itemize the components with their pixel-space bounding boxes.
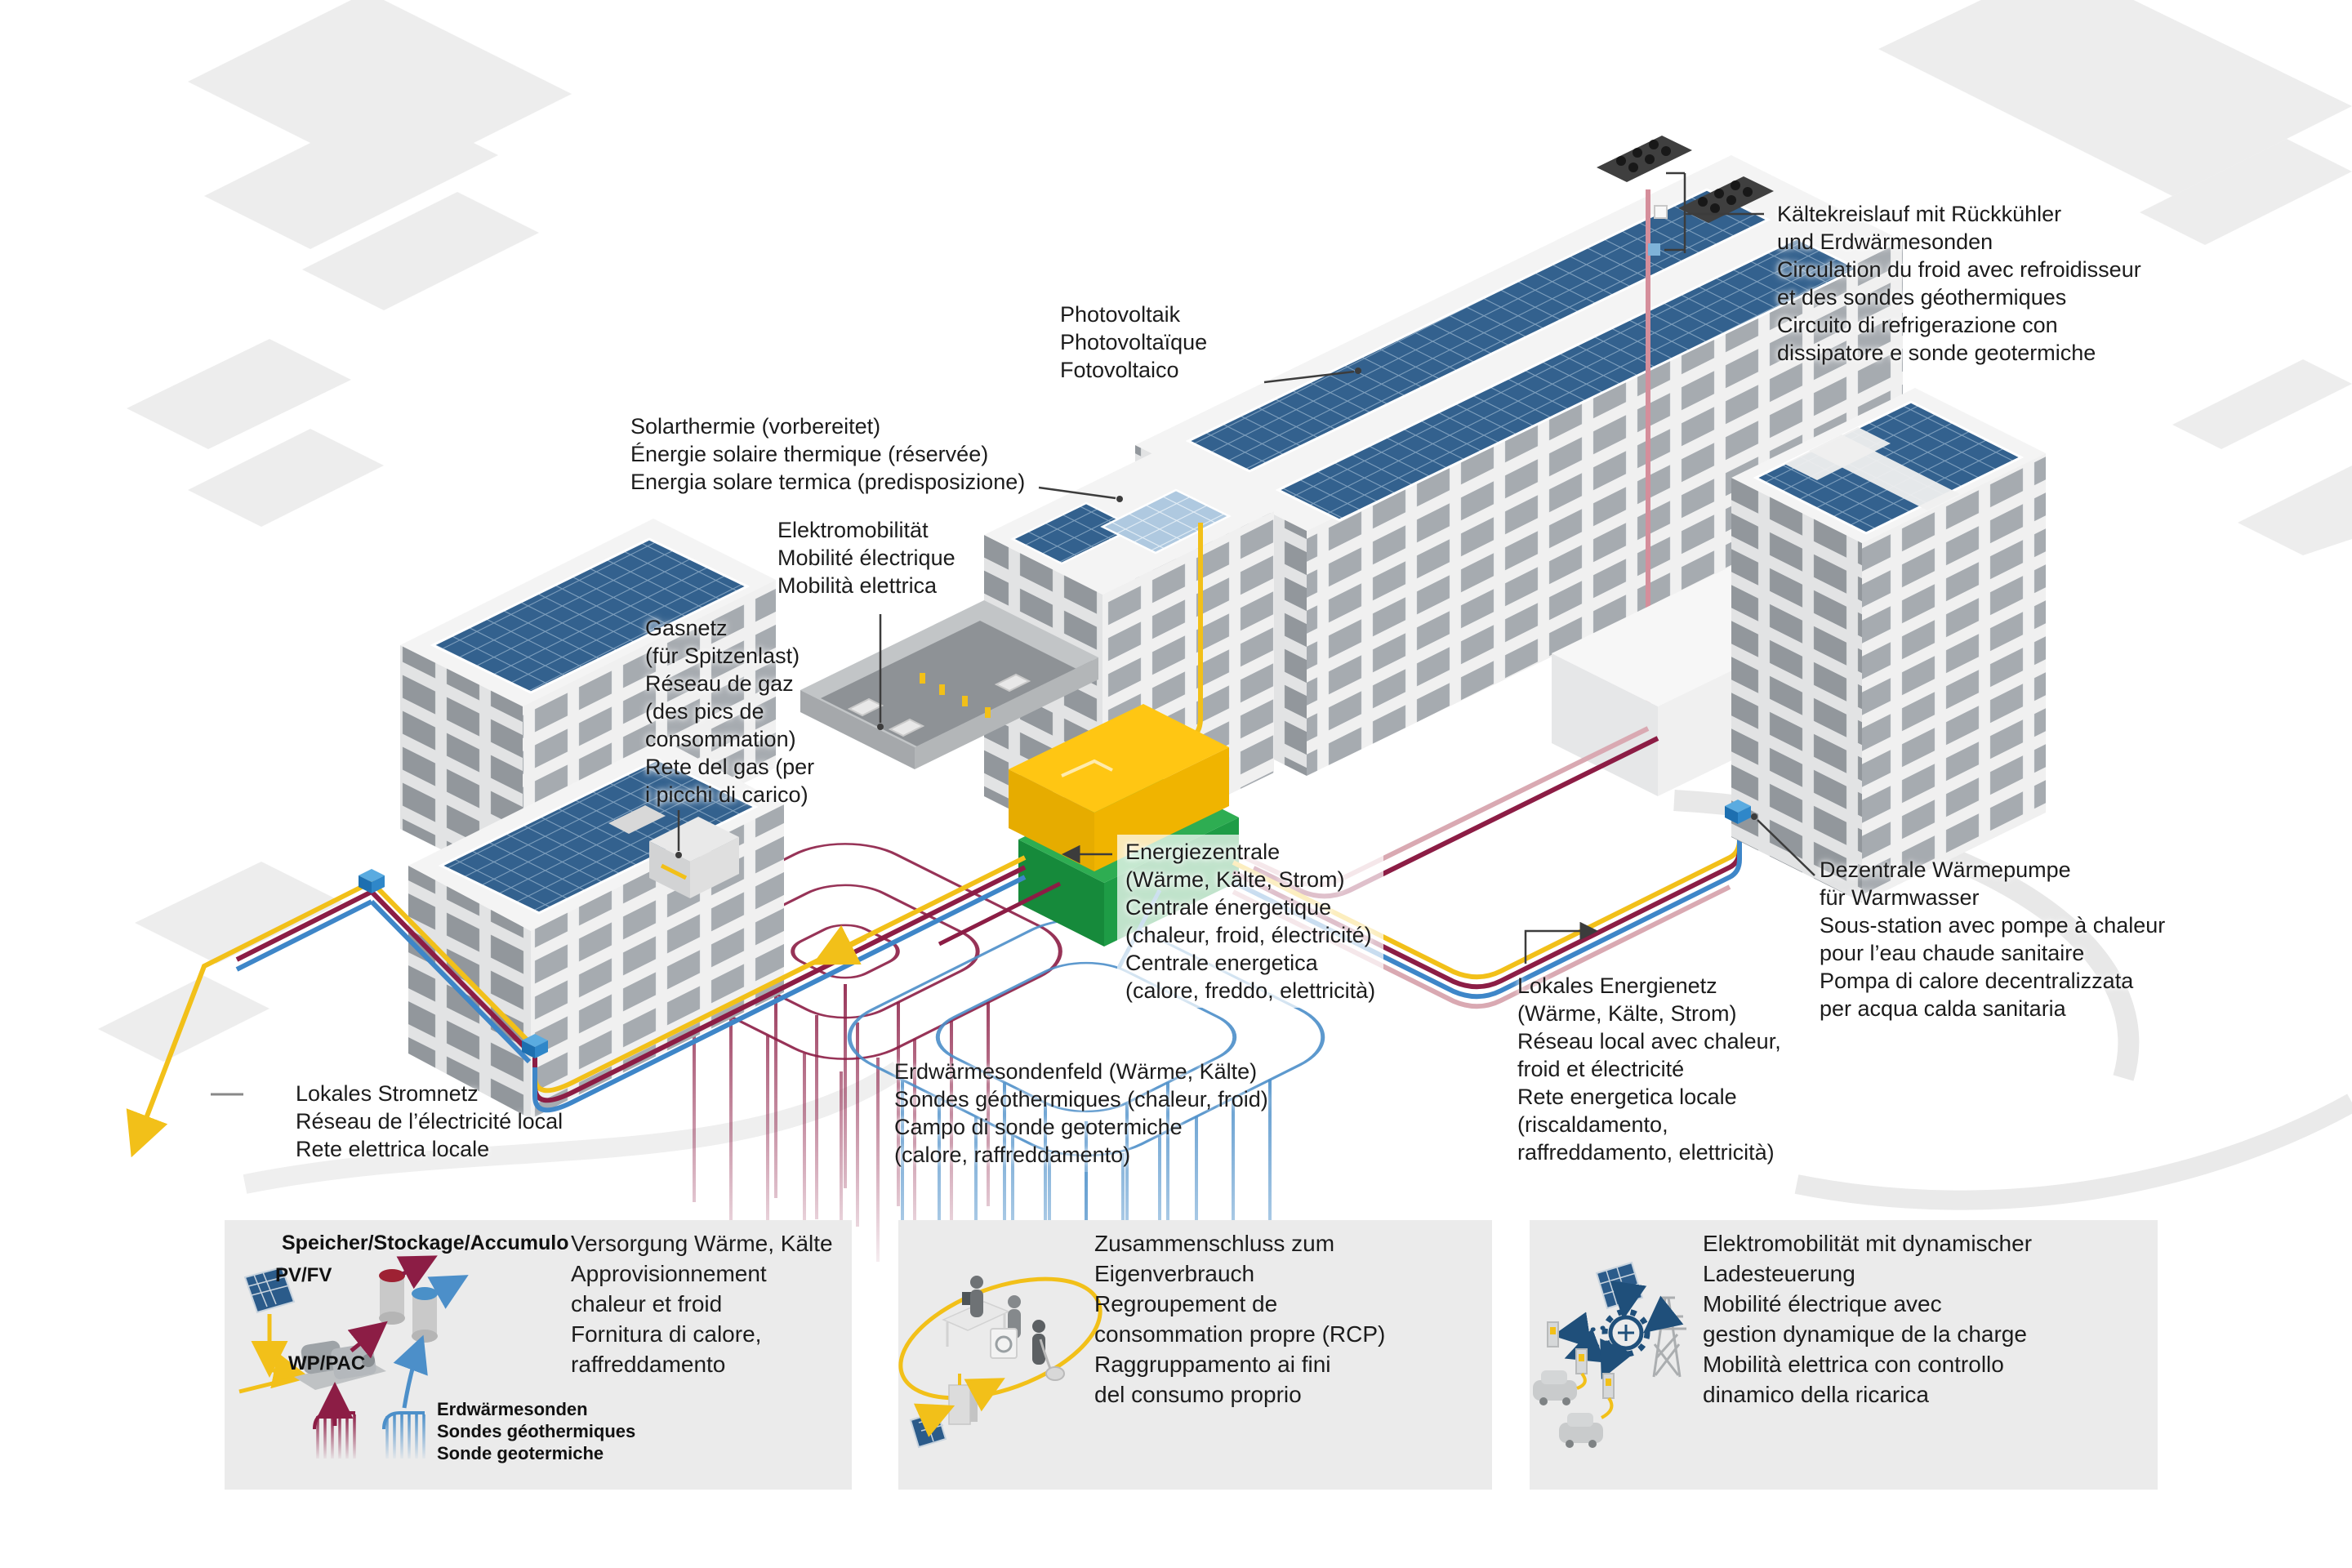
pv-strip-2	[1275, 237, 1861, 522]
legend-pylon-icon	[1649, 1296, 1686, 1378]
network-bundle-left	[126, 855, 1027, 1158]
label-erdwaermesondenfeld: Erdwärmesondenfeld (Wärme, Kälte)Sondes …	[894, 1059, 1268, 1167]
legend-supply-heat-cold: Speicher/Stockage/Accumulo PV/FV WP/PAC …	[225, 1220, 852, 1490]
legend-washing-machine	[990, 1328, 1018, 1359]
rooftop-unit	[608, 805, 666, 834]
legend-electricity-lines	[238, 1314, 310, 1394]
legend-cold-probes-icon	[382, 1411, 425, 1459]
legend-wp-label: WP/PAC	[288, 1352, 366, 1374]
legend-heat-probes-icon	[313, 1411, 356, 1459]
gas-cabinet	[649, 817, 739, 898]
legend-speicher-label: Speicher/Stockage/Accumulo	[282, 1232, 569, 1254]
label-energiezentrale: Energiezentrale(Wärme, Kälte, Strom)Cent…	[1117, 835, 1384, 1008]
legend-cars	[1533, 1370, 1603, 1448]
legend1-illustration	[238, 1255, 469, 1459]
building-right-tower	[1731, 388, 2046, 902]
legend-pv-icon	[243, 1266, 296, 1314]
legend-cold-arrows	[393, 1275, 469, 1409]
legend-vacuum-cleaner	[1039, 1339, 1065, 1381]
legend3-illustration	[1533, 1261, 1686, 1448]
gas-pipe	[660, 863, 688, 880]
solar-thermal-prepared-panels	[1100, 488, 1232, 555]
label-lokales-energienetz: Lokales Energienetz(Wärme, Kälte, Strom)…	[1517, 973, 1781, 1165]
legend-pv-label: PV/FV	[275, 1264, 332, 1286]
leader-lines	[211, 172, 1815, 1096]
legend-charging-cables	[1576, 1372, 1614, 1419]
rcp-circle	[898, 1276, 1102, 1401]
parked-cars	[847, 673, 1031, 737]
legend2-illustration	[898, 1276, 1102, 1449]
network-bundle-right	[1232, 815, 1742, 1009]
legend-heat-arrows	[316, 1255, 438, 1426]
pv-roof-left-rear	[430, 537, 751, 694]
recooler-wall-device	[1654, 205, 1668, 219]
pv-strip-1	[1185, 188, 1771, 473]
substation-connectors	[359, 800, 1751, 1058]
legend-charging-stations	[1547, 1321, 1615, 1399]
ev-chargers	[920, 673, 991, 718]
rooftop-recooler-units	[1597, 136, 1774, 223]
ev-parking-garage	[800, 600, 1098, 769]
pv-roof-left-front	[438, 758, 759, 915]
heat-field-stub	[938, 881, 1062, 947]
legend-pv-battery-feed	[909, 1374, 1005, 1449]
label-gasnetz: Gasnetz(für Spitzenlast)Réseau de gaz(de…	[645, 616, 815, 807]
label-solarthermie: Solarthermie (vorbereitet)Énergie solair…	[630, 414, 1026, 494]
decentral-heat-pump-connector	[1725, 800, 1751, 824]
legend-gear-icon	[1601, 1308, 1650, 1357]
heat-exchanger-wall-device	[1648, 243, 1660, 256]
legend-storage-cylinders	[379, 1269, 438, 1343]
